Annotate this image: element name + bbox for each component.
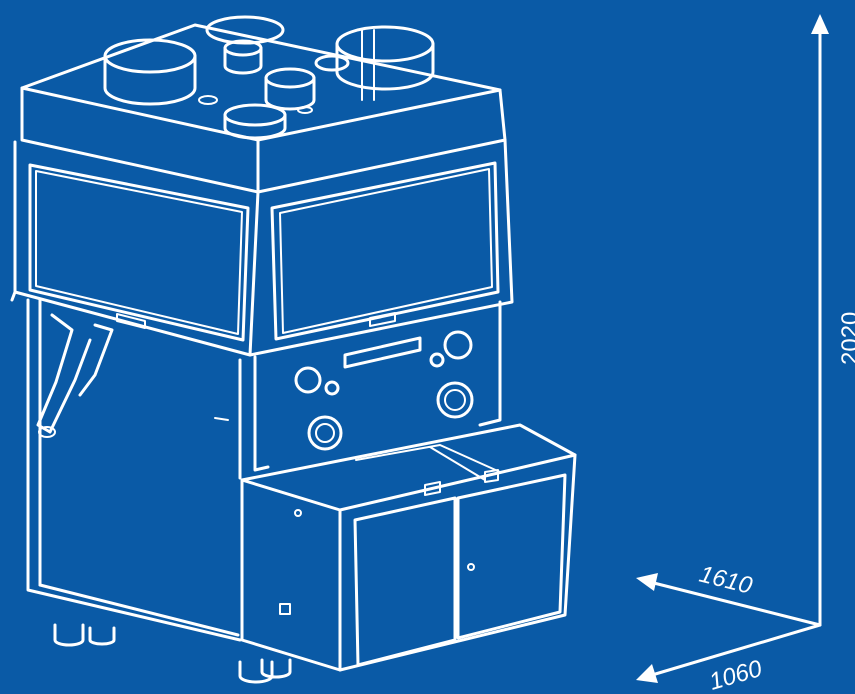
control-panel [253,300,502,472]
depth-arrow-line [640,623,822,680]
depth-arrow-head [636,664,658,683]
top-turrets [103,15,435,140]
machine-feet [53,623,292,684]
lower-body-left [26,298,242,642]
depth-label: 1060 [706,655,765,694]
width-arrow-line [640,578,822,627]
width-arrow-head [636,573,658,591]
height-arrow-head [811,14,829,34]
window-band [10,138,514,357]
height-label: 2020 [837,312,855,365]
dimension-arrows [636,14,829,683]
front-unit [240,423,577,672]
width-label: 1610 [697,561,756,600]
